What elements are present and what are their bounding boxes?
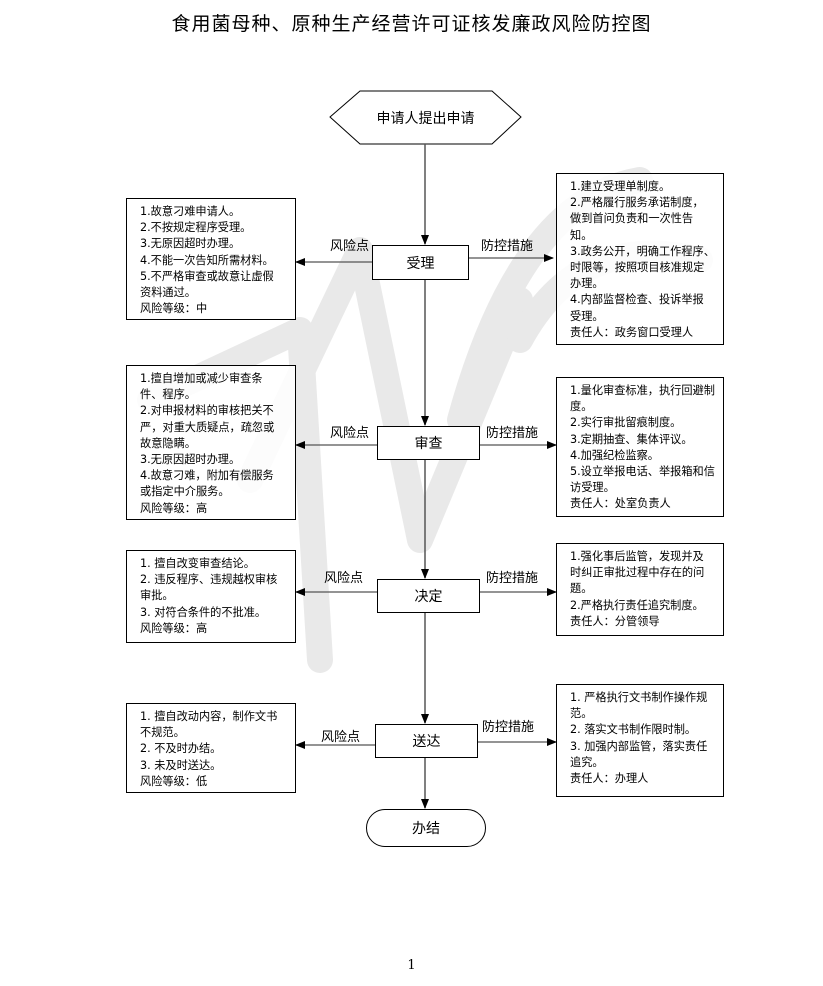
risk-box-review: 1.擅自增加或减少审查条 件、程序。 2.对申报材料的审核把关不 严，对重大质疑…	[126, 365, 296, 520]
risk-box-delivery: 1. 擅自改动内容，制作文书 不规范。 2. 不及时办结。 3. 未及时送达。 …	[126, 703, 296, 793]
control-item: 做到首问负责和一次性告	[570, 212, 694, 226]
control-box-acceptance: 1.建立受理单制度。 2.严格履行服务承诺制度， 做到首问负责和一次性告 知。 …	[556, 173, 724, 345]
risk-item: 审批。	[140, 589, 174, 603]
control-item: 2. 落实文书制作限时制。	[570, 723, 697, 737]
risk-level: 风险等级：低	[140, 774, 208, 788]
risk-item: 故意隐瞒。	[140, 436, 196, 450]
control-item: 办理。	[570, 277, 604, 291]
risk-item: 严，对重大质疑点，疏忽或	[140, 420, 275, 434]
control-label-4: 防控措施	[482, 720, 535, 735]
risk-label-1: 风险点	[330, 239, 370, 254]
step-label: 送达	[412, 734, 441, 750]
step-label: 审查	[414, 436, 443, 452]
risk-item: 3. 对符合条件的不批准。	[140, 605, 267, 619]
control-item: 度。	[570, 400, 593, 414]
risk-item: 1. 擅自改变审查结论。	[140, 557, 255, 570]
risk-item: 5.不严格审查或故意让虚假	[140, 269, 274, 283]
risk-item: 2. 不及时办结。	[140, 742, 222, 756]
control-item: 1.量化审查标准，执行回避制	[570, 384, 715, 397]
control-item: 受理。	[570, 309, 604, 323]
start-hexagon	[329, 90, 522, 145]
control-item: 2.实行审批留痕制度。	[570, 416, 682, 430]
control-item: 题。	[570, 582, 593, 596]
risk-label-2: 风险点	[330, 426, 370, 441]
control-item: 时纠正审批过程中存在的问	[570, 566, 705, 580]
step-label: 受理	[406, 255, 435, 272]
control-item: 2.严格执行责任追究制度。	[570, 598, 704, 612]
risk-box-acceptance: 1.故意刁难申请人。 2.不按规定程序受理。 3.无原因超时办理。 4.不能一次…	[126, 198, 296, 320]
step-node-decision: 决定	[377, 579, 480, 613]
step-node-delivery: 送达	[375, 724, 478, 758]
risk-item: 或指定中介服务。	[140, 485, 230, 499]
risk-item: 4.不能一次告知所需材料。	[140, 253, 274, 267]
risk-item: 资料通过。	[140, 286, 196, 300]
risk-item: 2. 违反程序、违规越权审核	[140, 573, 278, 587]
control-item: 1. 严格执行文书制作操作规	[570, 691, 708, 704]
page-title: 食用菌母种、原种生产经营许可证核发廉政风险防控图	[171, 13, 652, 35]
end-node-label: 办结	[412, 821, 440, 837]
risk-item: 1.擅自增加或减少审查条	[140, 372, 263, 385]
risk-label-3: 风险点	[324, 571, 364, 586]
control-item: 3. 加强内部监管，落实责任	[570, 739, 708, 753]
risk-level: 风险等级：中	[140, 302, 208, 316]
risk-label-4: 风险点	[321, 730, 361, 745]
step-node-acceptance: 受理	[372, 245, 469, 280]
risk-item: 3.无原因超时办理。	[140, 453, 241, 467]
start-node-label: 申请人提出申请	[376, 111, 475, 127]
risk-item: 1. 擅自改动内容，制作文书	[140, 710, 278, 723]
risk-item: 4.故意刁难，附加有偿服务	[140, 469, 274, 483]
risk-item: 3. 未及时送达。	[140, 758, 222, 772]
control-box-decision: 1.强化事后监管，发现并及 时纠正审批过程中存在的问 题。 2.严格执行责任追究…	[556, 543, 724, 636]
control-item: 2.严格履行服务承诺制度，	[570, 196, 704, 210]
control-item: 4.加强纪检监察。	[570, 448, 659, 462]
risk-item: 1.故意刁难申请人。	[140, 205, 241, 218]
step-node-review: 审查	[377, 426, 480, 460]
step-label: 决定	[414, 589, 443, 605]
control-item: 1.建立受理单制度。	[570, 180, 671, 193]
control-item: 访受理。	[570, 481, 615, 495]
responsible-person: 责任人：政务窗口受理人	[570, 325, 694, 339]
control-label-1: 防控措施	[481, 239, 534, 254]
risk-item: 不规范。	[140, 726, 185, 740]
control-item: 4.内部监督检查、投诉举报	[570, 293, 704, 307]
risk-item: 2.不按规定程序受理。	[140, 221, 252, 235]
responsible-person: 责任人：办理人	[570, 772, 649, 786]
risk-item: 3.无原因超时办理。	[140, 237, 241, 251]
control-label-3: 防控措施	[486, 571, 539, 586]
control-box-delivery: 1. 严格执行文书制作操作规 范。 2. 落实文书制作限时制。 3. 加强内部监…	[556, 684, 724, 797]
risk-item: 件、程序。	[140, 388, 196, 402]
control-item: 追究。	[570, 755, 604, 769]
control-item: 范。	[570, 707, 593, 721]
control-item: 3.定期抽查、集体评议。	[570, 432, 693, 446]
control-box-review: 1.量化审查标准，执行回避制 度。 2.实行审批留痕制度。 3.定期抽查、集体评…	[556, 377, 724, 517]
control-item: 3.政务公开，明确工作程序、	[570, 244, 715, 258]
control-label-2: 防控措施	[486, 426, 539, 441]
responsible-person: 责任人：分管领导	[570, 614, 660, 628]
risk-level: 风险等级：高	[140, 501, 208, 515]
control-item: 1.强化事后监管，发现并及	[570, 550, 704, 563]
control-item: 5.设立举报电话、举报箱和信	[570, 465, 715, 479]
control-item: 时限等，按照项目核准规定	[570, 261, 705, 275]
risk-level: 风险等级：高	[140, 621, 208, 635]
end-node: 办结	[366, 809, 486, 847]
page-number: 1	[407, 958, 416, 973]
risk-item: 2.对申报材料的审核把关不	[140, 404, 274, 418]
risk-box-decision: 1. 擅自改变审查结论。 2. 违反程序、违规越权审核 审批。 3. 对符合条件…	[126, 550, 296, 643]
control-item: 知。	[570, 228, 593, 242]
responsible-person: 责任人：处室负责人	[570, 497, 671, 511]
